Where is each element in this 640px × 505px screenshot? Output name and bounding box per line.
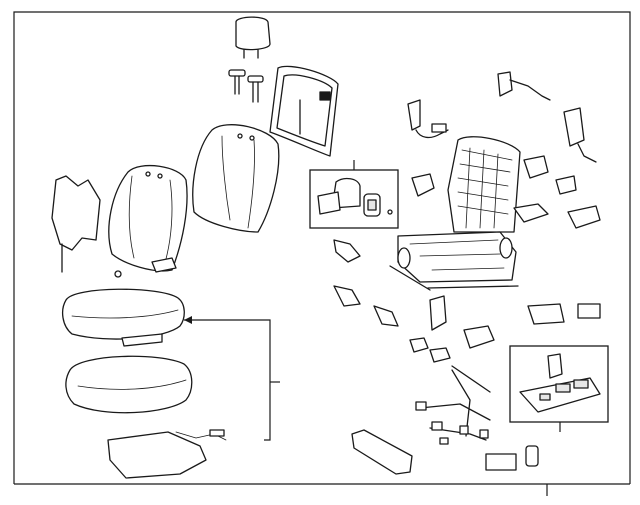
headrest-illustration — [235, 16, 271, 59]
power-seat-switch-illustration — [519, 353, 601, 413]
cushion-heater-illustration — [107, 429, 227, 479]
seat-wire-harness-illustration — [415, 365, 491, 445]
seatback-cover-illustration — [108, 164, 188, 273]
seat-cushion-cover-illustration — [61, 288, 185, 347]
seatback-pad-illustration — [192, 124, 280, 233]
diagram-border — [13, 11, 631, 496]
headrest-guide-illustration — [228, 69, 264, 103]
cushion-group-leader — [184, 316, 280, 441]
recliner-cover-illustration — [317, 177, 393, 217]
small-cap-illustration — [485, 445, 539, 471]
seat-cushion-pad-illustration — [65, 355, 193, 414]
seat-frame-adjuster-illustration — [389, 136, 521, 291]
track-cover-illustration — [351, 429, 413, 475]
seatback-frame-panel-illustration — [269, 65, 339, 157]
back-board-illustration — [51, 175, 122, 278]
seat-cable-illustration — [497, 71, 551, 101]
seat-belt-buckle-illustration — [407, 99, 449, 139]
adjuster-parts-illustration — [333, 239, 601, 363]
trim-pieces-illustration — [411, 155, 601, 229]
side-cover-illustration — [563, 107, 597, 163]
